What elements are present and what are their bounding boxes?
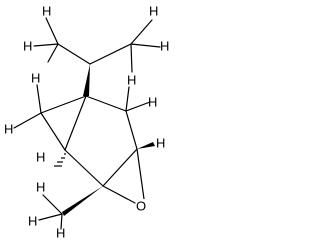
- atom-label-h-methyl-bottom: H: [56, 225, 65, 240]
- bond-c1-to-c5: [64, 95, 87, 151]
- bond-right-methyl-to-h-right: [130, 43, 161, 48]
- stereo-wedge-bonds: [62, 64, 155, 216]
- bond-top-methyl-to-h-upper-left: [33, 43, 59, 47]
- atom-label-h-top: H: [42, 3, 51, 18]
- bond-top-methyl-to-h-left-down: [47, 43, 59, 63]
- bond-cyclopropane-ch2-to-h-upper: [36, 84, 42, 114]
- skeleton-bonds: [13, 17, 161, 230]
- bond-cyclopropane-ch2-to-h-lower: [13, 112, 42, 129]
- bond-top-methyl-to-h-top: [45, 17, 59, 45]
- bond-ring-ch2-to-h-right: [125, 101, 151, 112]
- oxygen-label-background: [136, 199, 148, 214]
- atom-label-h-upper-right: H: [149, 3, 158, 18]
- bond-c4-to-c3: [102, 148, 138, 187]
- bond-isopropyl-ch-to-right-methyl: [89, 43, 132, 65]
- bond-c5-to-c4: [64, 149, 104, 187]
- atom-label-h-bridgehead-epoxide: H: [156, 135, 165, 150]
- atom-label-h-right-upper: H: [160, 38, 169, 53]
- stereo-hashed-bond: [54, 153, 66, 167]
- atom-label-h-bridgehead-lower-left: H: [36, 149, 45, 164]
- bond-isopropyl-ch-to-top-methyl: [57, 43, 91, 65]
- atom-labels: H H H H H H H H H H H H H O: [4, 3, 169, 240]
- bond-methyl-to-h-bottom: [60, 213, 63, 230]
- atom-label-h-ring-upper-right: H: [148, 94, 157, 109]
- bond-methyl-to-h-left: [42, 194, 63, 215]
- bond-methyl-to-h-lower-left: [38, 213, 63, 221]
- bond-ring-ch2-to-c3: [125, 110, 138, 150]
- molecule-structure-diagram: H H H H H H H H H H H H H O: [4, 3, 169, 240]
- atom-label-oxygen: O: [136, 198, 146, 213]
- bond-right-methyl-to-h-upper-right: [130, 19, 153, 45]
- atom-label-h-methyl-left: H: [36, 179, 45, 194]
- atom-label-h-bridge-lower-left: H: [4, 121, 13, 136]
- wedge-c1-to-isopropyl: [83, 64, 90, 96]
- atom-label-h-bridge-upper-left: H: [31, 70, 40, 85]
- bond-ring-ch2-to-h-upper: [125, 86, 130, 112]
- bond-c3-to-oxygen: [136, 148, 145, 200]
- atom-label-h-right-mid: H: [127, 72, 136, 87]
- atom-label-h-methyl-lower-left: H: [28, 213, 37, 228]
- bond-right-methyl-to-h-lower: [130, 43, 133, 73]
- bond-c1-to-cyclopropane-ch2: [40, 95, 87, 114]
- atom-label-h-upper-left: H: [23, 38, 32, 53]
- bond-c4-to-oxygen: [102, 185, 136, 204]
- wedge-c4-to-methyl: [62, 186, 103, 216]
- wedge-c3-to-h: [137, 142, 155, 149]
- bond-c1-to-ring-ch2: [85, 95, 127, 112]
- bond-cyclopropane-ch2-to-c5: [40, 112, 66, 151]
